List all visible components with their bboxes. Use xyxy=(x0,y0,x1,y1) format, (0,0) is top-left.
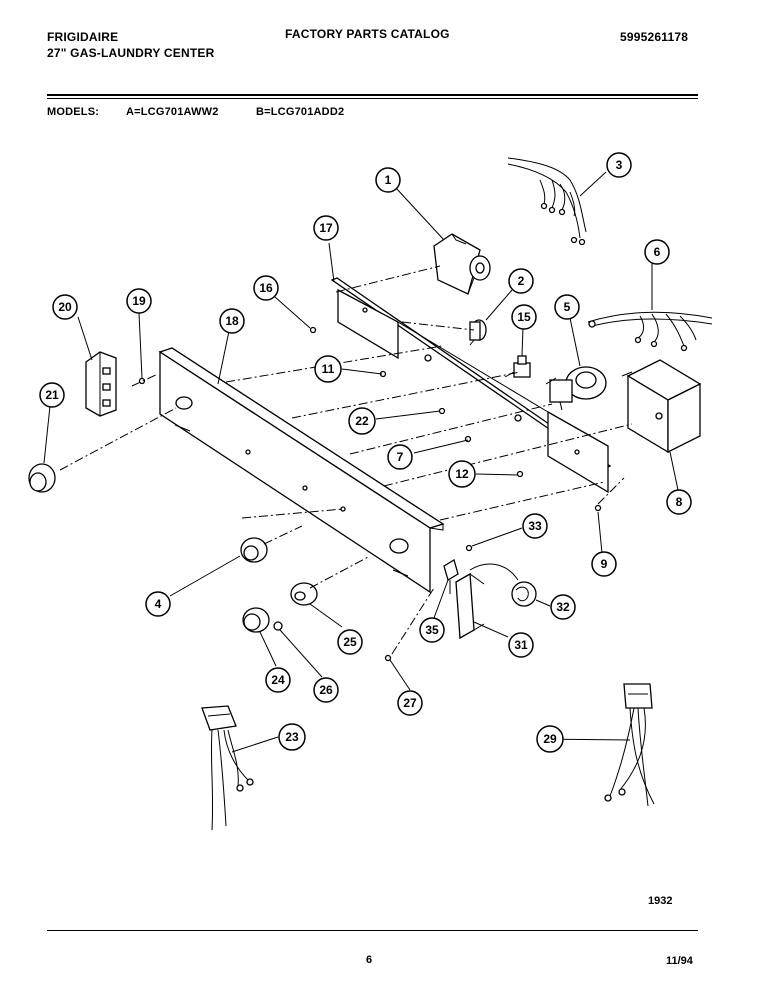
callout-21-label: 21 xyxy=(45,388,59,402)
knob-part-21 xyxy=(28,463,56,493)
knob-part-25 xyxy=(290,582,318,606)
callout-27-label: 27 xyxy=(403,696,417,710)
callout-12: 12 xyxy=(448,460,476,488)
models-label: MODELS: xyxy=(47,106,100,118)
callout-24-label: 24 xyxy=(271,673,285,687)
switch-part-15 xyxy=(504,355,531,378)
rear-bracket-part xyxy=(330,277,612,494)
callout-25: 25 xyxy=(337,629,363,655)
callout-2-label: 2 xyxy=(518,274,525,288)
brand-name: FRIGIDAIRE xyxy=(47,30,119,44)
callout-8-label: 8 xyxy=(676,495,683,509)
callout-3-label: 3 xyxy=(616,158,623,172)
callout-35: 35 xyxy=(419,617,445,643)
callout-22: 22 xyxy=(348,407,376,435)
callout-11-label: 11 xyxy=(322,362,335,376)
callout-29: 29 xyxy=(536,725,564,753)
handle-part-31 xyxy=(455,563,519,640)
lamp-part-35 xyxy=(443,559,459,594)
callout-4: 4 xyxy=(145,591,171,617)
revision-date: 11/94 xyxy=(666,955,693,967)
header-rule-thin xyxy=(47,98,698,99)
callout-20-label: 20 xyxy=(58,300,72,314)
callout-24: 24 xyxy=(265,667,291,693)
callout-26: 26 xyxy=(313,677,339,703)
callout-18: 18 xyxy=(219,308,245,334)
catalog-number: 5995261178 xyxy=(620,30,689,44)
bracket-part-20 xyxy=(85,351,117,417)
model-a: A=LCG701AWW2 xyxy=(126,106,219,118)
footer-rule xyxy=(47,930,698,931)
callout-32-label: 32 xyxy=(556,600,570,614)
callout-27: 27 xyxy=(397,690,423,716)
callout-7: 7 xyxy=(387,444,413,470)
callout-31-label: 31 xyxy=(514,638,528,652)
wire-harness-part-29 xyxy=(604,683,655,807)
callout-19-label: 19 xyxy=(132,294,146,308)
callout-7-label: 7 xyxy=(397,450,404,464)
callout-23-label: 23 xyxy=(285,730,299,744)
callout-16-label: 16 xyxy=(259,281,273,295)
callout-15-label: 15 xyxy=(517,310,531,324)
callout-1: 1 xyxy=(375,167,401,193)
callout-19: 19 xyxy=(126,288,152,314)
callout-29-label: 29 xyxy=(543,732,557,746)
control-panel-part xyxy=(158,347,445,594)
knob-part-4 xyxy=(240,537,268,563)
wire-harness-part-6 xyxy=(587,311,713,352)
screws xyxy=(138,326,602,662)
header-rule-thick xyxy=(47,94,698,96)
callout-4-label: 4 xyxy=(155,597,162,611)
page-number: 6 xyxy=(366,954,373,966)
callout-9-label: 9 xyxy=(601,557,608,571)
callout-17: 17 xyxy=(313,215,339,241)
callout-17-label: 17 xyxy=(319,221,333,235)
catalog-title: FACTORY PARTS CATALOG xyxy=(285,27,450,41)
callout-11: 11 xyxy=(314,355,342,383)
callout-33-label: 33 xyxy=(528,519,542,533)
wire-harness-part-3 xyxy=(507,157,587,246)
callout-2: 2 xyxy=(508,268,534,294)
callout-21: 21 xyxy=(39,382,65,408)
callout-3: 3 xyxy=(606,152,632,178)
callout-16: 16 xyxy=(253,275,279,301)
callout-6-label: 6 xyxy=(654,245,661,259)
assembly-lines xyxy=(59,265,633,655)
callout-5: 5 xyxy=(554,294,580,320)
callout-22-label: 22 xyxy=(355,414,369,428)
washer-part-26 xyxy=(273,621,283,631)
callout-26-label: 26 xyxy=(319,683,333,697)
callout-25-label: 25 xyxy=(343,635,357,649)
cabinet-box-part xyxy=(621,359,702,454)
knob-part-24 xyxy=(242,607,270,633)
callout-32: 32 xyxy=(550,594,576,620)
model-b: B=LCG701ADD2 xyxy=(256,106,345,118)
switch-part xyxy=(469,319,487,346)
callout-35-label: 35 xyxy=(425,623,439,637)
drive-motor-part xyxy=(545,366,607,411)
callout-20: 20 xyxy=(52,294,78,320)
callout-12-label: 12 xyxy=(455,467,469,481)
callout-15: 15 xyxy=(511,304,537,330)
callout-18-label: 18 xyxy=(225,314,239,328)
callout-1-label: 1 xyxy=(385,173,392,187)
leader-lines xyxy=(43,171,679,753)
callout-23: 23 xyxy=(278,723,306,751)
callout-6: 6 xyxy=(644,239,670,265)
figure-number: 1932 xyxy=(648,895,673,907)
timer-part xyxy=(433,233,491,295)
callout-33: 33 xyxy=(522,513,548,539)
callout-31: 31 xyxy=(508,632,534,658)
callout-8: 8 xyxy=(666,489,692,515)
callout-5-label: 5 xyxy=(564,300,571,314)
clamp-part-32 xyxy=(511,581,537,607)
wire-harness-part-23 xyxy=(201,705,254,831)
product-title: 27" GAS-LAUNDRY CENTER xyxy=(47,46,215,60)
callout-9: 9 xyxy=(591,551,617,577)
